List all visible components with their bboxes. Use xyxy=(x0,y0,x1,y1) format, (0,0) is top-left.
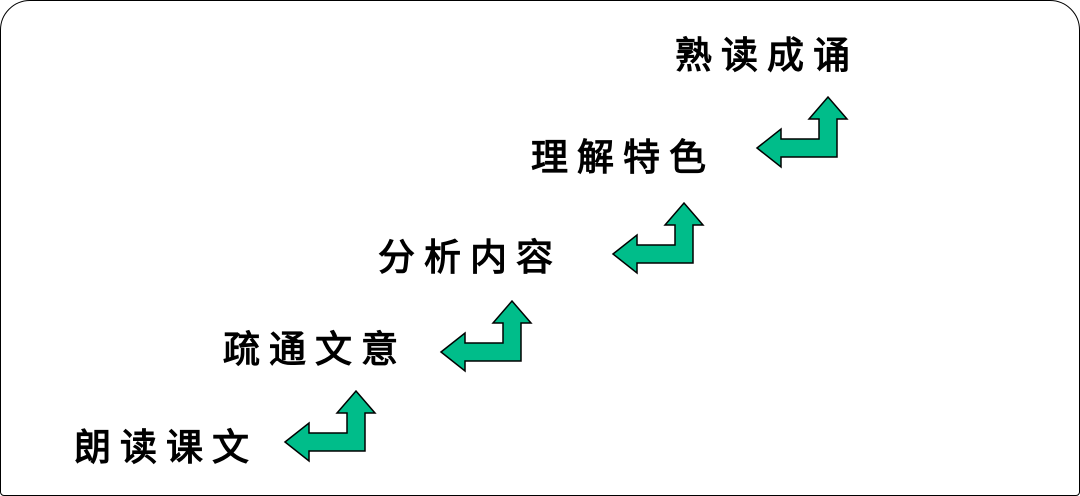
step-label-read-aloud: 朗读课文 xyxy=(74,428,258,469)
up-left-step-arrow-icon xyxy=(611,201,705,275)
step-label-recite-fluently: 熟读成诵 xyxy=(675,36,859,77)
up-left-step-arrow-icon xyxy=(755,95,849,169)
step-label-understand-features: 理解特色 xyxy=(531,138,715,179)
step-label-analyze-content: 分析内容 xyxy=(378,238,562,279)
up-left-step-arrow-icon xyxy=(283,389,377,463)
step-label-clarify-meaning: 疏通文意 xyxy=(223,330,407,371)
up-left-step-arrow-icon xyxy=(439,299,533,373)
